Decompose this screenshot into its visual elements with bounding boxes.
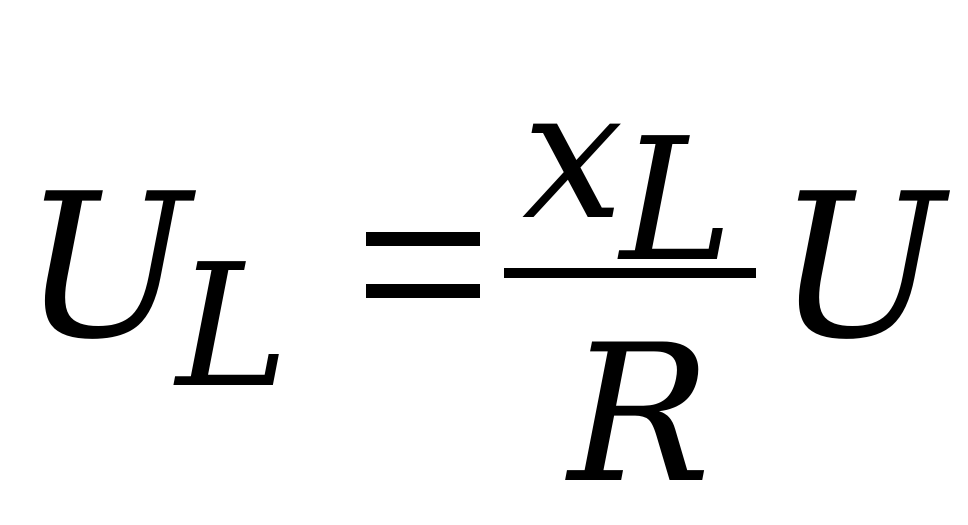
lhs-symbol: U [22,151,191,384]
lhs-subscript: L [176,228,289,426]
fraction-bar [504,268,756,278]
numerator-subscript: L [620,102,733,300]
numerator-symbol: x [522,51,624,260]
equals-sign-bottom-bar [366,284,480,298]
denominator-symbol: R [568,304,712,525]
equals-sign-top-bar [366,232,480,246]
rhs-symbol: U [776,151,945,384]
